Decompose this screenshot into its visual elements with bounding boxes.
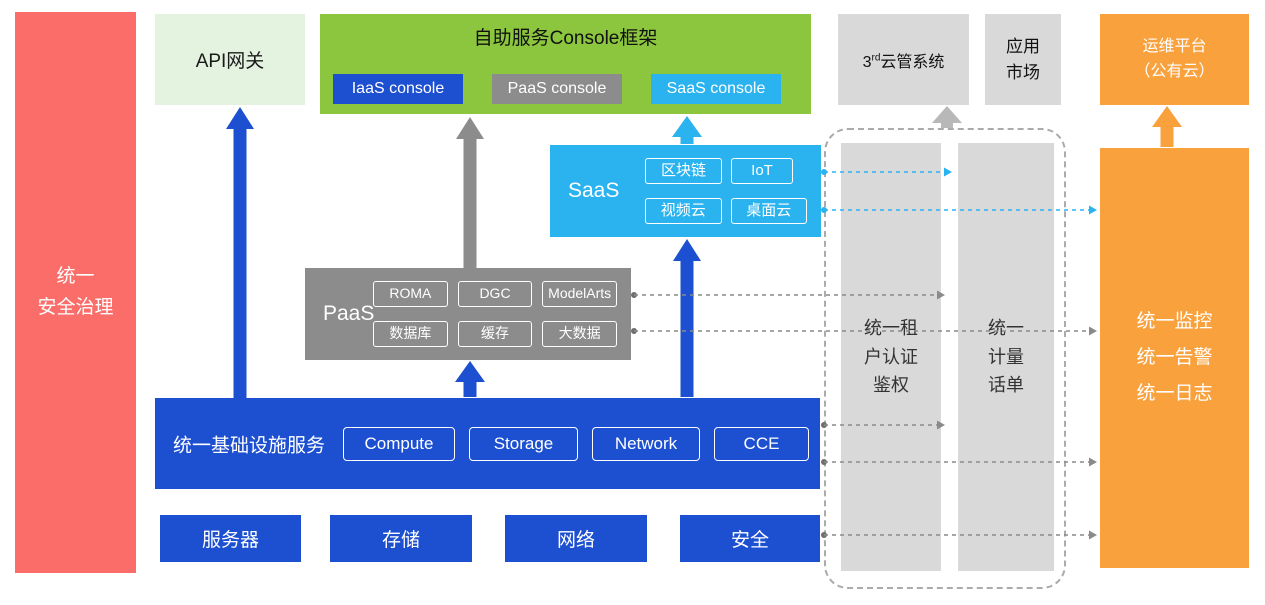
network-label: 网络 [556,530,595,551]
storage-label: 存储 [381,530,420,551]
arrow-infra-to-api-gateway [226,107,254,398]
saas-chip-desktop-cloud: 桌面云 [730,198,807,224]
saas-chip-iot: IoT [731,158,793,184]
iaas-console-chip: IaaS console [333,74,463,104]
paas-chip-cache: 缓存 [457,321,533,347]
saas-console-chip: SaaS console [651,74,781,104]
infrastructure-label: 统一基础设施服务 [173,435,326,456]
arrow-infra-to-saas [673,239,701,397]
arrow-saas-to-console [672,116,702,144]
infra-chip-network: Network [592,426,700,461]
api-gateway-box: API网关 [155,14,305,105]
arrow-infra-to-paas [455,361,485,397]
third-party-suffix: 云管系统 [880,53,945,71]
paas-chip-modelarts: ModelArts [542,281,618,307]
saas-chip-grid: 区块链 IoT 视频云 桌面云 [645,158,807,224]
paas-chip-roma: ROMA [373,281,448,307]
infra-chip-compute: Compute [343,426,455,461]
console-framework-title: 自助服务Console框架 [473,28,658,49]
infra-chip-cce: CCE [714,426,809,461]
arrow-monitor-to-ops [1152,106,1182,147]
server-box: 服务器 [160,515,301,562]
metering-bar: 统一 计量 话单 [958,143,1054,571]
infrastructure-chip-row: Compute Storage Network CCE [343,426,809,461]
app-market-label: 应用 市场 [1006,37,1040,82]
paas-console-chip: PaaS console [492,74,622,104]
third-party-prefix: 3 [862,53,872,71]
app-market-box: 应用 市场 [985,14,1061,105]
saas-label: SaaS [568,179,620,202]
ops-platform-box: 运维平台 （公有云） [1100,14,1249,105]
server-label: 服务器 [201,530,259,551]
arrow-paas-to-console [456,117,484,268]
third-party-cloud-box: 3rd云管系统 [838,14,969,105]
paas-chip-dgc: DGC [457,281,533,307]
third-party-cloud-label: 3rd云管系统 [863,48,945,72]
dashed-group-container [824,128,1066,589]
saas-chip-video-cloud: 视频云 [645,198,722,224]
security-governance-bar: 统一 安全治理 [15,12,136,573]
api-gateway-label: API网关 [195,51,265,72]
infra-chip-storage: Storage [469,426,578,461]
storage-box: 存储 [330,515,472,562]
third-party-sup: rd [871,52,881,64]
metering-label: 统一 计量 话单 [988,317,1024,396]
security-label: 安全 [730,530,769,551]
security-box: 安全 [680,515,820,562]
network-box: 网络 [505,515,647,562]
tenant-auth-label: 统一租 户认证 鉴权 [864,317,918,396]
tenant-auth-bar: 统一租 户认证 鉴权 [841,143,941,571]
arrow-auth-to-third-party [932,106,962,128]
saas-chip-blockchain: 区块链 [645,158,722,184]
infrastructure-box: 统一基础设施服务 Compute Storage Network CCE [155,398,820,489]
paas-chip-grid: ROMA DGC ModelArts 数据库 缓存 大数据 [373,281,618,347]
paas-box: PaaS ROMA DGC ModelArts 数据库 缓存 大数据 [305,268,631,360]
security-governance-label: 统一 安全治理 [37,266,114,318]
paas-label: PaaS [323,302,375,325]
monitoring-bar: 统一监控 统一告警 统一日志 [1100,148,1249,568]
ops-platform-label: 运维平台 （公有云） [1134,37,1215,80]
console-chip-row: IaaS console PaaS console SaaS console [333,74,781,104]
paas-chip-database: 数据库 [373,321,448,347]
paas-chip-bigdata: 大数据 [542,321,618,347]
saas-box: SaaS 区块链 IoT 视频云 桌面云 [550,145,821,237]
monitoring-label: 统一监控 统一告警 统一日志 [1136,310,1213,405]
console-framework-box: 自助服务Console框架 IaaS console PaaS console … [320,14,811,114]
